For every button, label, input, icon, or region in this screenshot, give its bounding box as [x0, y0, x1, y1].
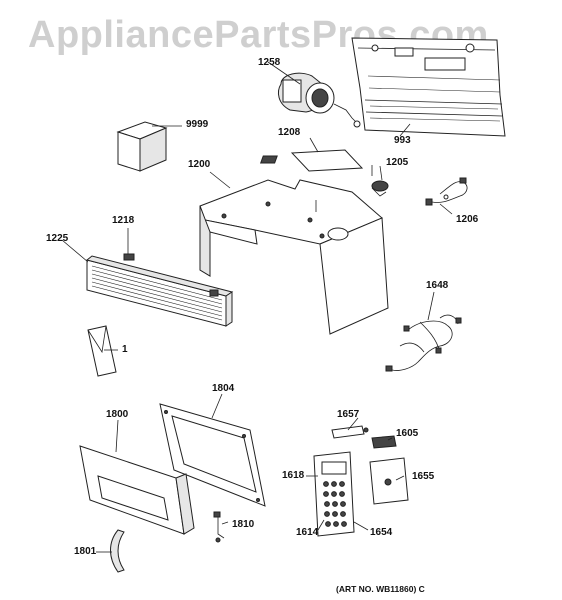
- part-1206-wire-harness: [425, 177, 468, 206]
- part-9999-box: [116, 121, 168, 172]
- label-1655: 1655: [412, 471, 435, 482]
- part-1800-door: [79, 445, 195, 535]
- label-1648: 1648: [426, 280, 449, 291]
- label-1605: 1605: [396, 428, 419, 439]
- label-1218: 1218: [112, 215, 135, 226]
- part-1-manual: [87, 325, 117, 377]
- part-1258-fan-motor: [277, 72, 361, 128]
- label-1206: 1206: [456, 214, 479, 225]
- leader-lines: [61, 61, 453, 553]
- part-1810-latch: [213, 511, 225, 543]
- label-993: 993: [394, 135, 411, 146]
- part-1208-plate: [259, 149, 364, 172]
- part-1605-board: [371, 435, 397, 449]
- label-1205: 1205: [386, 157, 409, 168]
- part-1657-bracket: [331, 425, 369, 439]
- part-1218-clip: [123, 253, 135, 261]
- part-1200-housing: [199, 179, 389, 335]
- part-1655-circuit-board: [369, 457, 409, 505]
- part-1225-front-grille: [85, 255, 234, 327]
- part-1614-control-panel: [313, 451, 355, 537]
- label-1657: 1657: [337, 409, 360, 420]
- label-1225: 1225: [46, 233, 69, 244]
- art-number: (ART NO. WB11860) C: [336, 584, 425, 594]
- label-1800: 1800: [106, 409, 129, 420]
- part-1205-clip: [371, 165, 389, 197]
- label-1: 1: [122, 344, 128, 355]
- label-9999: 9999: [186, 119, 209, 130]
- label-1654: 1654: [370, 527, 393, 538]
- label-1614: 1614: [296, 527, 319, 538]
- label-1618: 1618: [282, 470, 305, 481]
- label-1208: 1208: [278, 127, 301, 138]
- label-1200: 1200: [188, 159, 211, 170]
- part-1804-door-frame: [159, 403, 266, 507]
- label-1801: 1801: [74, 546, 97, 557]
- part-1648-wire-harness: [385, 314, 462, 372]
- label-1810: 1810: [232, 519, 255, 530]
- label-1804: 1804: [212, 383, 235, 394]
- part-1801-handle: [110, 529, 125, 573]
- label-1258: 1258: [258, 57, 281, 68]
- part-993-back-panel: [351, 37, 506, 137]
